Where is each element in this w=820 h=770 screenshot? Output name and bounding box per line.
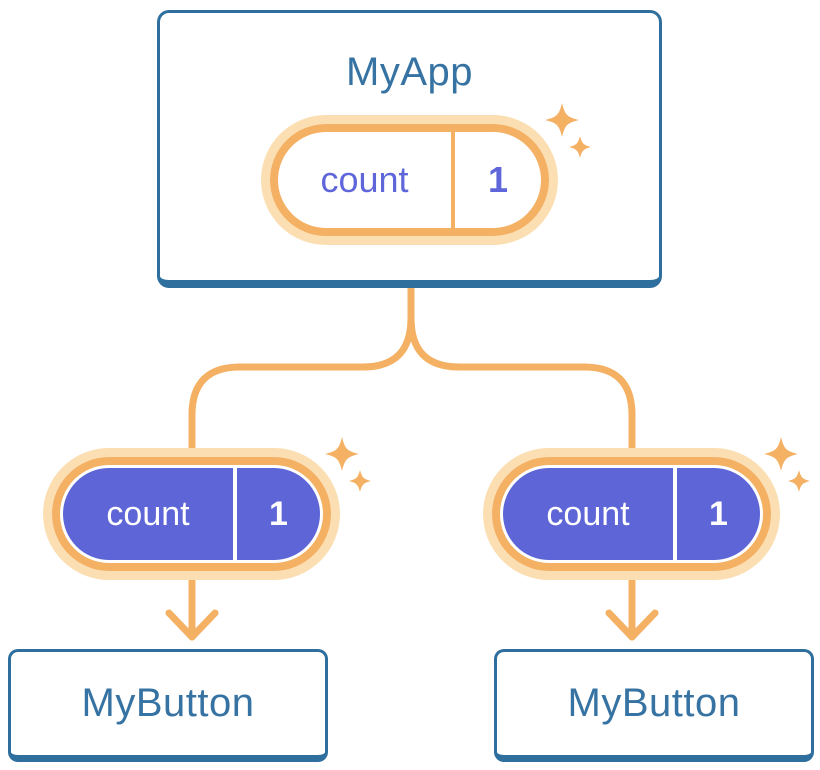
component-box-mybutton-left: MyButton — [8, 649, 328, 762]
state-value: 1 — [709, 494, 728, 533]
branch-right-line — [407, 284, 636, 641]
pill-divider — [233, 468, 237, 560]
pill-divider — [451, 132, 455, 228]
state-name: count — [320, 159, 409, 200]
state-value: 1 — [487, 159, 509, 200]
state-pill-right: count 1 — [483, 448, 780, 580]
state-pill-left: count 1 — [43, 448, 340, 580]
component-title-myapp: MyApp — [346, 50, 473, 94]
state-pill-halo: count 1 — [43, 448, 340, 580]
state-pill-root: count 1 — [261, 115, 558, 245]
arrow-down-icon — [605, 609, 659, 641]
pill-divider — [673, 468, 677, 560]
state-pill-halo: count 1 — [483, 448, 780, 580]
arrow-down-icon — [165, 609, 219, 641]
state-pill-ring: count 1 — [270, 124, 549, 236]
component-title-mybutton: MyButton — [81, 681, 255, 725]
state-pill-ring: count 1 — [52, 457, 331, 571]
component-box-mybutton-right: MyButton — [494, 649, 814, 762]
state-pill-ring: count 1 — [492, 457, 771, 571]
sparkle-icon — [545, 103, 591, 158]
component-box-myapp: MyApp count 1 — [157, 10, 662, 288]
state-value: 1 — [269, 494, 288, 533]
state-name: count — [546, 494, 630, 533]
component-title-mybutton: MyButton — [567, 681, 741, 725]
sparkle-icon — [764, 437, 810, 492]
branch-left-line — [188, 284, 415, 641]
state-name: count — [106, 494, 190, 533]
sparkle-icon — [325, 437, 371, 492]
